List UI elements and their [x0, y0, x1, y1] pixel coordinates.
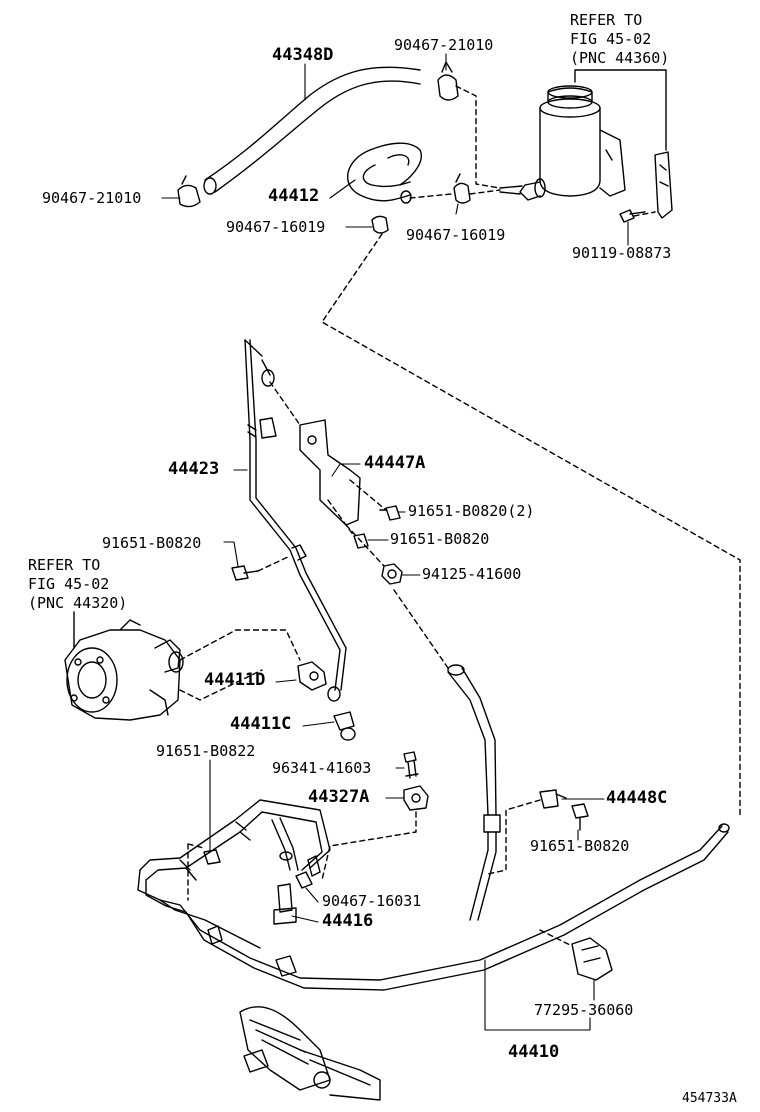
- label-44423: 44423: [168, 459, 220, 479]
- label-90467-21010-top: 90467-21010: [394, 36, 494, 54]
- label-44416: 44416: [322, 911, 374, 931]
- dash-top: [455, 85, 501, 189]
- leader-lines: [161, 53, 629, 1031]
- bracket-44448C-icon: [539, 789, 567, 809]
- dash-mid: [409, 189, 501, 199]
- return-hose-icon: [447, 664, 501, 921]
- label-94125-41600: 94125-41600: [422, 565, 522, 583]
- dash-long: [321, 233, 741, 816]
- fitting-44411C-icon: [333, 711, 356, 741]
- label-91651-B0822: 91651-B0822: [156, 742, 256, 760]
- ref-reservoir-line-2: FIG 45-02: [570, 30, 652, 48]
- label-44447A: 44447A: [364, 453, 426, 473]
- bolt-91651-B0820-right-icon: [571, 803, 589, 831]
- bracket-44447A-icon: [259, 417, 361, 526]
- label-91651-B0820-mid: 91651-B0820: [390, 530, 490, 548]
- clamp-77295-36060-icon: [571, 937, 613, 981]
- label-44411C: 44411C: [230, 714, 292, 734]
- clamp-90467-21010-top-icon: [437, 61, 459, 101]
- bolt-91651-B0820-2-icon: [379, 505, 401, 521]
- figure-id: 454733A: [682, 1091, 737, 1106]
- label-44410: 44410: [508, 1042, 560, 1062]
- clamp-90467-16031-icon: [295, 871, 313, 889]
- ref-pump-line-2: FIG 45-02: [28, 575, 110, 593]
- clamp-44327A-icon: [403, 785, 429, 811]
- dash-44448C: [487, 799, 541, 875]
- tube-44423-icon: [244, 339, 347, 702]
- fitting-44411D-icon: [297, 661, 327, 691]
- dash-77295: [539, 929, 573, 947]
- bolt-91651-B0822-icon: [203, 849, 221, 865]
- ref-leader-reservoir: [574, 69, 667, 151]
- label-44327A: 44327A: [308, 787, 370, 807]
- label-44412: 44412: [268, 186, 320, 206]
- dash-bolt: [633, 211, 656, 217]
- label-90467-16019-mid: 90467-16019: [406, 226, 506, 244]
- label-90467-21010-left: 90467-21010: [42, 189, 142, 207]
- clamp-90467-16019-left-icon: [371, 215, 389, 234]
- ref-pump-line-1: REFER TO: [28, 556, 101, 574]
- label-91651-B0820-right: 91651-B0820: [530, 837, 630, 855]
- bolt-91651-B0820-mid-icon: [353, 533, 369, 549]
- reservoir-tank-icon: [499, 85, 626, 201]
- ref-reservoir-line-1: REFER TO: [570, 11, 643, 29]
- dash-44447A: [257, 381, 387, 572]
- label-44348D: 44348D: [272, 45, 334, 65]
- pressure-tube-44410-icon: [137, 799, 730, 991]
- label-90467-16019-left: 90467-16019: [226, 218, 326, 236]
- clamp-90467-16019-mid-icon: [453, 173, 471, 204]
- dash-pump: [179, 629, 301, 701]
- fitting-44416-icon: [273, 883, 297, 925]
- ref-reservoir-line-3: (PNC 44360): [570, 49, 670, 67]
- nut-94125-41600-icon: [381, 563, 403, 585]
- reservoir-bracket-icon: [654, 151, 673, 219]
- label-44411D: 44411D: [204, 670, 266, 690]
- power-steering-pump-icon: [64, 619, 184, 721]
- steering-gear-icon: [239, 1006, 381, 1101]
- label-90467-16031: 90467-16031: [322, 892, 422, 910]
- bolt-90119-icon: [619, 209, 646, 223]
- label-91651-B0820-2: 91651-B0820(2): [408, 502, 535, 520]
- label-77295-36060: 77295-36060: [534, 1001, 634, 1019]
- ref-pump-line-3: (PNC 44320): [28, 594, 128, 612]
- label-91651-B0820-left: 91651-B0820: [102, 534, 202, 552]
- label-90119-08873: 90119-08873: [572, 244, 672, 262]
- bolt-91651-B0820-left-icon: [231, 565, 259, 581]
- dash-44327A: [321, 811, 417, 881]
- label-96341-41603: 96341-41603: [272, 759, 372, 777]
- clamp-90467-21010-left-icon: [177, 175, 201, 208]
- hose-44348D-icon: [203, 66, 421, 195]
- dash-0822: [187, 843, 205, 901]
- hose-44412-icon: [347, 142, 422, 204]
- label-44448C: 44448C: [606, 788, 668, 808]
- dash-return: [393, 589, 449, 669]
- bolt-96341-41603-icon: [403, 751, 419, 779]
